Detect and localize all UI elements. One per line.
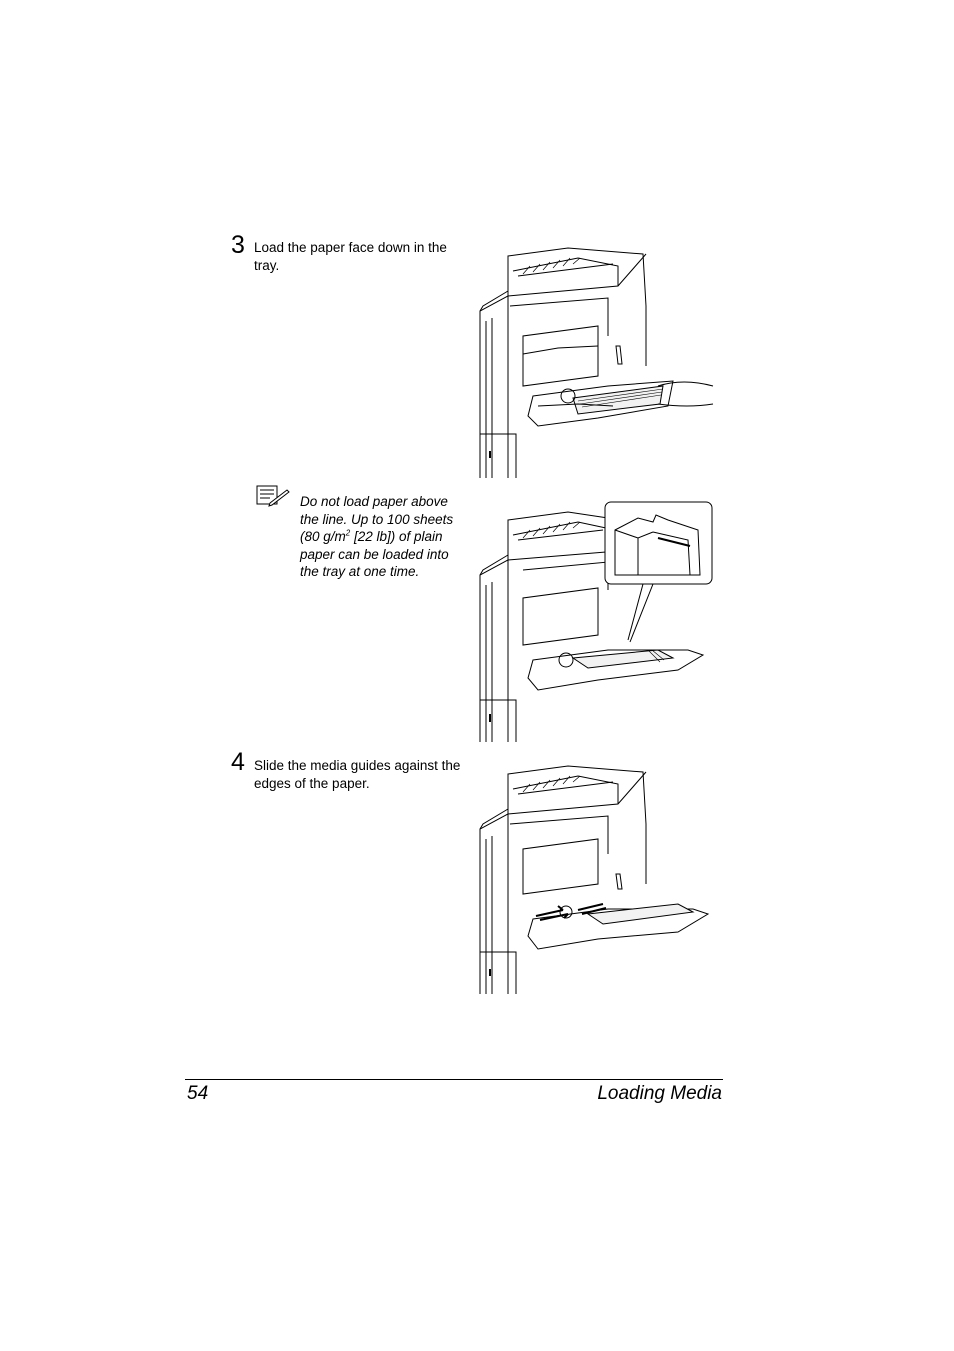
note-text-part-1: Do not load paper above the line. Up to … [300,494,454,544]
step-4-instruction: Slide the media guides against the edges… [254,758,461,791]
footer-rule [185,1079,723,1080]
note-text: Do not load paper above the line. Up to … [300,493,470,581]
printer-load-paper-illustration [479,247,714,478]
page-number: 54 [187,1083,209,1104]
superscript-2: 2 [345,528,351,538]
step-number-3: 3 [231,231,245,259]
note-text-part-2: [22 lb]) of plain paper can be loaded in… [300,529,449,579]
section-title: Loading Media [597,1083,722,1104]
note-pad-icon [256,485,290,507]
printer-slide-guides-illustration [479,765,710,994]
printer-paper-limit-illustration [479,501,713,742]
step-number-4: 4 [231,748,245,776]
step-3-instruction: Load the paper face down in the tray. [254,240,447,273]
